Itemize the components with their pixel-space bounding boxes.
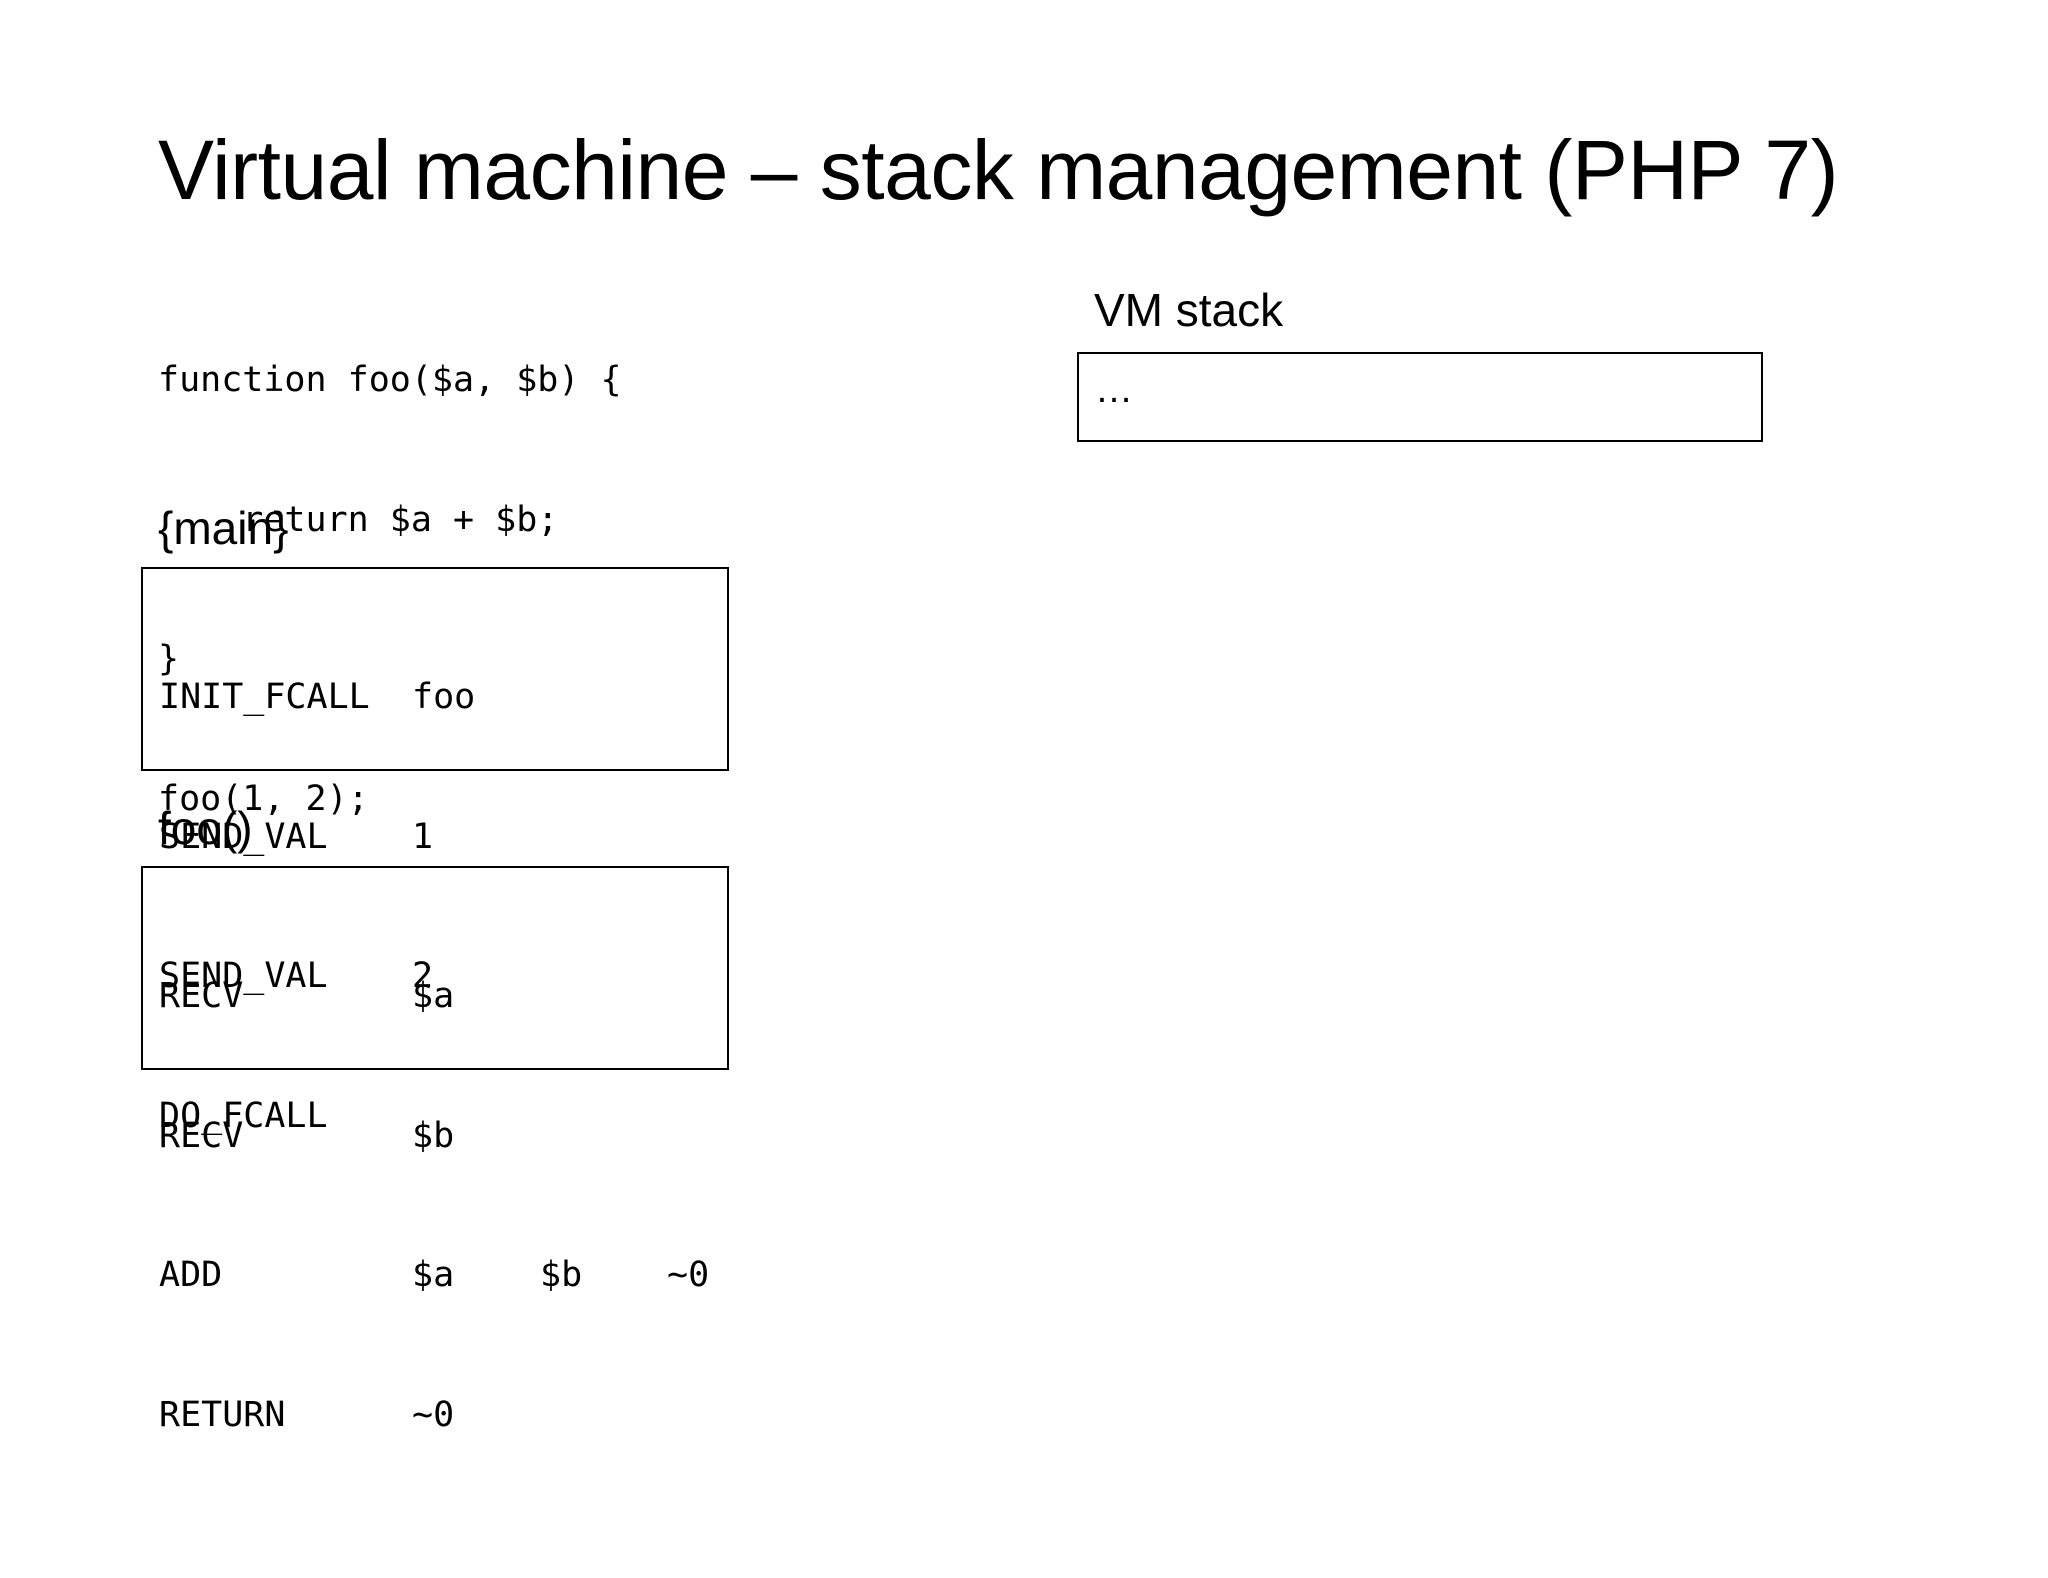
foo-opcode-box: RECV $a RECV $b ADD $a $b ~0 RETURN ~0 (141, 866, 729, 1435)
opcode-arg1: 2 (412, 956, 434, 996)
foo-block-label: foo() (158, 802, 253, 854)
php-source-code: function foo($a, $b) { return $a + $b; }… (158, 264, 622, 869)
opcode-row: SEND_VAL 1 (159, 814, 727, 861)
opcode-arg1: foo (412, 677, 476, 717)
opcode-arg1: ~0 (412, 1394, 455, 1435)
opcode-name: RECV (159, 1115, 244, 1156)
opcode-name: ADD (159, 1255, 223, 1295)
opcode-row: DO_FCALL (159, 1093, 727, 1140)
main-block-label: {main} (158, 502, 289, 554)
opcode-row: ADD $a $b ~0 (159, 1252, 727, 1299)
opcode-arg1: $b (412, 1115, 455, 1156)
code-line: function foo($a, $b) { (158, 360, 622, 400)
opcode-row: RECV $b (159, 1113, 727, 1160)
opcode-row: RETURN ~0 (159, 1392, 727, 1439)
opcode-name: RETURN (159, 1394, 286, 1435)
code-line: foo(1, 2); (158, 778, 369, 819)
opcode-arg1: 1 (412, 816, 434, 857)
vm-stack-content: … (1095, 369, 1133, 411)
opcode-arg2: $b (540, 1255, 583, 1295)
opcode-name: RECV (159, 976, 244, 1016)
opcode-name: SEND_VAL (159, 956, 328, 996)
opcode-row: INIT_FCALL foo (159, 674, 727, 721)
vm-stack-label: VM stack (1094, 284, 1284, 336)
slide-title: Virtual machine – stack management (PHP … (158, 123, 1839, 217)
opcode-name: INIT_FCALL (159, 677, 370, 717)
opcode-row: SEND_VAL 2 (159, 953, 727, 1000)
opcode-name: SEND_VAL (159, 816, 328, 857)
code-line: return $a + $b; (158, 499, 559, 540)
opcode-row: RECV $a (159, 973, 727, 1020)
opcode-result: ~0 (667, 1255, 710, 1295)
vm-stack-box: … (1077, 352, 1763, 442)
code-line: } (158, 639, 180, 679)
opcode-name: DO_FCALL (159, 1095, 328, 1136)
opcode-arg1: $a (412, 976, 455, 1016)
main-opcode-box: INIT_FCALL foo SEND_VAL 1 SEND_VAL 2 DO_… (141, 567, 729, 1136)
opcode-arg1: $a (412, 1255, 455, 1295)
